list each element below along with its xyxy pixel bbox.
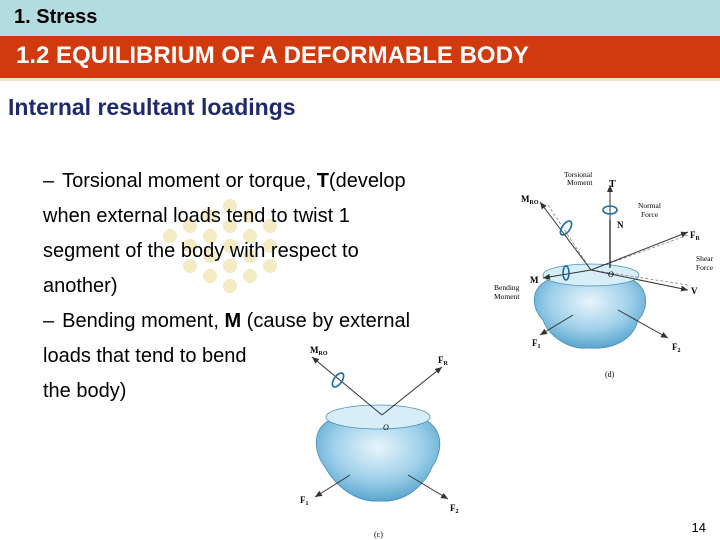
dash-marker: – [43,310,55,332]
f2-vector [617,309,669,339]
v-vector [590,269,689,292]
f2-vector [407,474,449,500]
body-text: –Torsional moment or torque, T(develop w… [43,164,493,409]
torsion-line-1: –Torsional moment or torque, T(develop [43,164,493,199]
f2-label: F2 [450,503,459,515]
page-number: 14 [691,520,706,535]
section-face [325,404,431,430]
mro-label: MRO [310,345,328,357]
m-vector [542,269,592,280]
fr-label: FR [438,355,449,367]
torsion-text: Torsional moment or torque, [62,170,317,192]
o-label: O [383,423,389,432]
dot-pattern [163,199,277,293]
mro-label: MRO [521,194,539,206]
torque-symbol: T [316,170,329,192]
torsion-line-2: when external loads tend to twist 1 [43,205,350,227]
torsion-line-3: segment of the body with respect to [43,240,359,262]
n-label: N [617,220,624,230]
fr-label: FR [690,230,701,242]
torsional-moment-label: Torsional [564,170,592,179]
mro-vector [539,201,592,271]
figure-c-diagram: MRO FR O F1 F2 (c) [300,345,459,539]
torsional-moment-label-2: Moment [567,178,593,187]
f1-label: F1 [300,495,309,507]
bending-text: Bending moment, [62,310,225,332]
chapter-title: 1. Stress [14,6,98,28]
fr-vector [381,366,443,416]
torque-rotation [602,205,618,215]
normal-force-label-2: Force [641,210,659,219]
bending-line-3: the body) [43,380,127,402]
torsion-text-post: (develop [328,170,406,192]
dash-marker: – [43,170,55,192]
caption-d: (d) [605,370,615,379]
section-title: 1.2 EQUILIBRIUM OF A DEFORMABLE BODY [16,42,529,69]
f1-label: F1 [532,338,541,350]
m-label: M [530,275,539,285]
moment-symbol: M [224,310,242,332]
bending-moment-label: Bending [494,283,520,292]
f1-vector [314,474,351,498]
mro-vector [311,356,383,416]
mro-rotation [559,220,573,236]
shear-force-label-2: Force [696,263,714,272]
figure-d-diagram: Torsional Moment T MRO Normal Force N FR… [494,170,714,379]
bending-moment-label-2: Moment [494,292,520,301]
section-bar [0,36,720,81]
f2-label: F2 [672,342,681,354]
torsion-line-4: another) [43,275,118,297]
o-label: O [608,270,614,279]
bending-rotation [562,265,570,281]
mro-rotation [331,372,345,388]
bending-line-2: loads that tend to bend [43,345,247,367]
caption-c: (c) [374,530,383,539]
f1-vector [539,314,574,336]
t-label: T [609,179,616,190]
subheading: Internal resultant loadings [8,94,296,120]
fr-vector [590,231,689,271]
shear-force-label: Shear [696,254,714,263]
bending-line-1: –Bending moment, M (cause by external [43,304,493,339]
top-bar [0,0,720,36]
normal-force-label: Normal [638,201,661,210]
section-face [542,263,640,287]
bending-text-post: (cause by external [241,310,411,332]
v-label: V [691,286,698,296]
